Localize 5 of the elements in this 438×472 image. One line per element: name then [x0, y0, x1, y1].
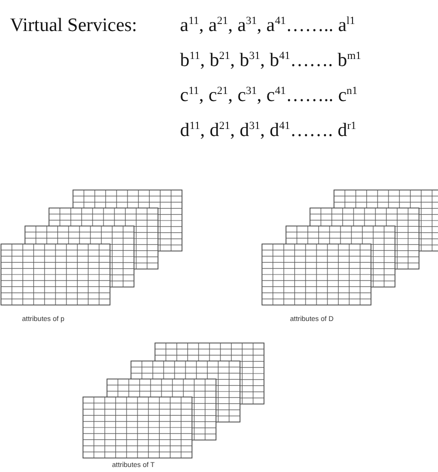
service-list-line: d$^{11}$, d$^{21}$, d$^{31}$, d$^{41}$……. d$^{r1}$ [180, 120, 356, 143]
service-list-line: a$^{11}$, a$^{21}$, a$^{31}$, a$^{41}$…….. a$^{l1}$ [180, 15, 356, 38]
service-list-line: b$^{11}$, b$^{21}$, b$^{31}$, b$^{41}$……. b$^{m1}$ [180, 50, 362, 73]
service-list-line: c$^{11}$, c$^{21}$, c$^{31}$, c$^{41}$…….. c$^{n1}$ [180, 85, 358, 108]
row-label: Virtual Services: [10, 15, 138, 37]
